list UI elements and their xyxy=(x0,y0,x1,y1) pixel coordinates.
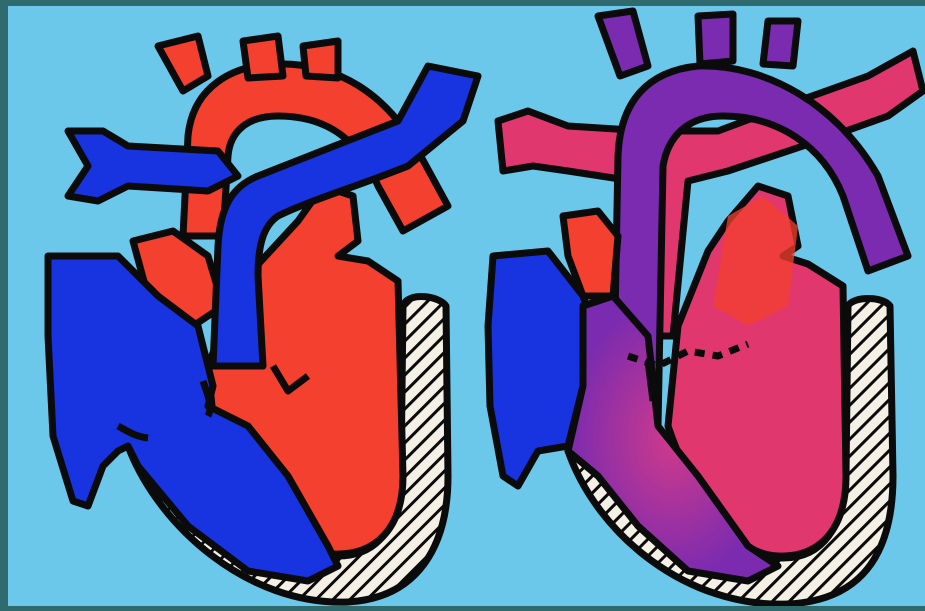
right-heart-left-atrium-patch xyxy=(713,196,798,326)
diagram-frame xyxy=(8,6,925,606)
left-heart-aorta-branch-2 xyxy=(243,36,283,78)
left-heart-aorta-branch-3 xyxy=(303,41,338,78)
mixed-heart-illustration xyxy=(488,11,923,604)
right-heart-valve-mark xyxy=(648,361,653,401)
normal-heart-illustration xyxy=(48,36,478,602)
right-heart-aorta-branch-3 xyxy=(763,21,798,66)
right-heart-aorta-branch-1 xyxy=(598,11,648,76)
heart-comparison-diagram xyxy=(8,6,925,606)
right-heart-aorta-branch-2 xyxy=(698,14,733,64)
left-heart-aorta-branch-1 xyxy=(158,36,208,91)
